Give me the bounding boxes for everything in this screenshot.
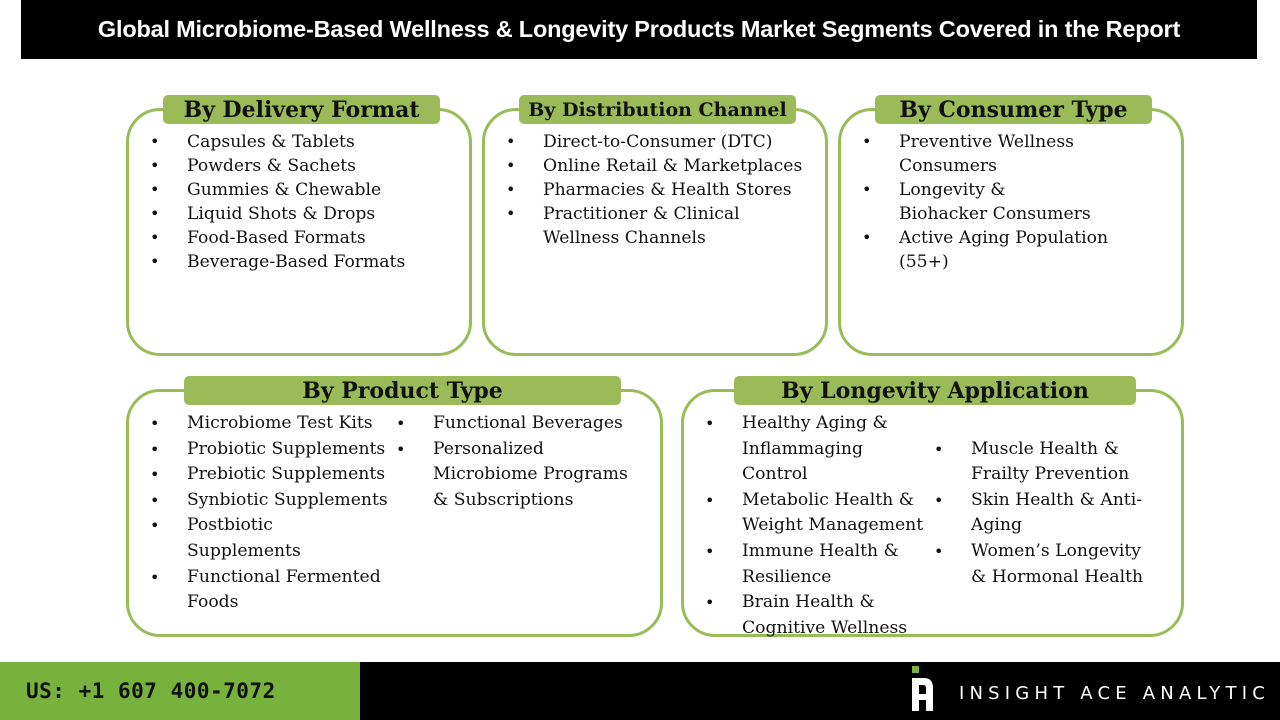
segment-box-product-type: By Product Type Microbiome Test Kits Pro… — [126, 376, 663, 637]
list-item: Functional Fermented Foods — [150, 565, 397, 616]
segment-list-col2: Functional Beverages Personalized Microb… — [396, 411, 646, 513]
list-item: Microbiome Test Kits — [150, 411, 400, 437]
list-item: Muscle Health & Frailty Prevention — [934, 437, 1151, 488]
list-item: Longevity & Biohacker Consumers — [862, 178, 1099, 226]
list-item: Probiotic Supplements — [150, 437, 400, 463]
segment-box-delivery-format: By Delivery Format Capsules & Tablets Po… — [126, 95, 472, 356]
list-item: Women’s Longevity & Hormonal Health — [934, 539, 1156, 590]
list-item: Postbiotic Supplements — [150, 513, 317, 564]
footer-bar — [360, 662, 1280, 720]
list-item: Synbiotic Supplements — [150, 488, 400, 514]
segment-list: Healthy Aging & Inflammaging Control Met… — [705, 411, 935, 638]
segment-list: Preventive Wellness Consumers Longevity … — [862, 130, 1162, 274]
segment-box-longevity-application: By Longevity Application Healthy Aging &… — [681, 376, 1184, 638]
list-item: Personalized Microbiome Programs & Subsc… — [396, 437, 648, 514]
list-item: Powders & Sachets — [150, 154, 405, 178]
segment-list: Direct-to-Consumer (DTC) Online Retail &… — [506, 130, 816, 250]
list-item: Preventive Wellness Consumers — [862, 130, 1079, 178]
list-item: Capsules & Tablets — [150, 130, 405, 154]
segment-header: By Longevity Application — [734, 376, 1136, 405]
segment-list: Microbiome Test Kits Probiotic Supplemen… — [150, 411, 400, 616]
list-item: Functional Beverages — [396, 411, 646, 437]
insight-ace-logo-icon — [912, 666, 933, 711]
list-item: Liquid Shots & Drops — [150, 202, 405, 226]
list-item: Prebiotic Supplements — [150, 462, 400, 488]
segment-box-consumer-type: By Consumer Type Preventive Wellness Con… — [838, 95, 1184, 356]
list-item: Healthy Aging & Inflammaging Control — [705, 411, 902, 488]
segment-header: By Product Type — [184, 376, 621, 405]
list-item: Pharmacies & Health Stores — [506, 178, 816, 202]
segment-list-col2: Muscle Health & Frailty Prevention Skin … — [934, 437, 1164, 591]
list-item: Skin Health & Anti-Aging — [934, 488, 1156, 539]
list-item: Brain Health & Cognitive Wellness — [705, 590, 935, 638]
segment-header: By Distribution Channel — [519, 95, 796, 124]
list-item: Direct-to-Consumer (DTC) — [506, 130, 816, 154]
brand-name: INSIGHT ACE ANALYTIC — [959, 682, 1270, 704]
segment-header: By Consumer Type — [875, 95, 1152, 124]
list-item: Beverage-Based Formats — [150, 250, 405, 274]
page-title: Global Microbiome-Based Wellness & Longe… — [21, 0, 1257, 59]
list-item: Food-Based Formats — [150, 226, 405, 250]
list-item: Immune Health & Resilience — [705, 539, 912, 590]
list-item: Online Retail & Marketplaces — [506, 154, 816, 178]
segment-header: By Delivery Format — [163, 95, 440, 124]
list-item: Metabolic Health & Weight Management — [705, 488, 942, 539]
list-item: Active Aging Population (55+) — [862, 226, 1162, 274]
segment-list: Capsules & Tablets Powders & Sachets Gum… — [150, 130, 405, 274]
contact-phone: US: +1 607 400-7072 — [0, 662, 360, 720]
list-item: Gummies & Chewable — [150, 178, 405, 202]
list-item: Practitioner & Clinical Wellness Channel… — [506, 202, 743, 250]
segment-box-distribution-channel: By Distribution Channel Direct-to-Consum… — [482, 95, 828, 356]
